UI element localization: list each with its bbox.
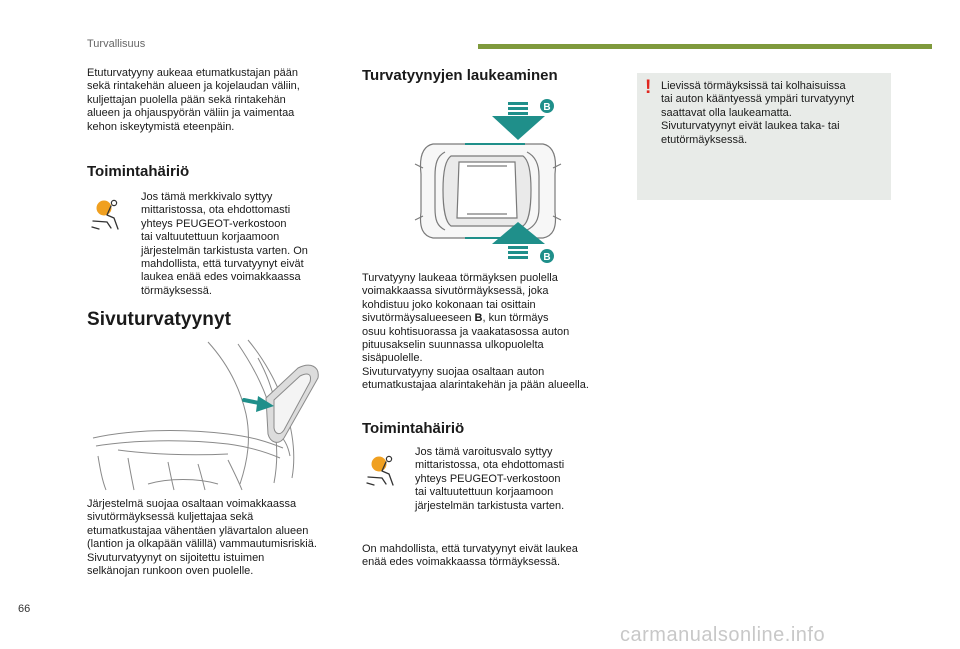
fault-heading-left: Toimintahäiriö (87, 163, 190, 180)
seat-side-airbag-illustration (88, 338, 346, 492)
zone-reference-b: B (474, 312, 483, 325)
closing-text: On mahdollista, että turvatyynyt eivät l… (362, 543, 578, 569)
airbag-warning-icon (89, 198, 125, 232)
section-label: Turvallisuus (87, 38, 146, 50)
intro-paragraph: Etuturvatyyny aukeaa etumatkustajan pään… (87, 67, 300, 133)
page-number: 66 (18, 603, 31, 615)
fault-text-middle: Jos tämä varoitusvalo syttyy mittaristos… (415, 446, 565, 512)
watermark: carmanualsonline.info (620, 624, 826, 646)
side-impact-zone-diagram: B B (405, 94, 565, 266)
header-accent-bar (478, 44, 932, 49)
warning-text: Lievissä törmäyksissä tai kolhaisuissa t… (661, 80, 855, 146)
warning-box (637, 73, 891, 200)
airbag-warning-icon-middle (364, 454, 400, 488)
zone-marker-bottom: B (543, 252, 550, 263)
side-airbags-text: Järjestelmä suojaa osaltaan voimakkaassa… (87, 498, 317, 578)
fault-text-left: Jos tämä merkkivalo syttyy mittaristossa… (141, 191, 308, 297)
deployment-text: Turvatyyny laukeaa törmäyksen puolella v… (362, 272, 589, 392)
warning-exclamation-icon: ! (645, 77, 652, 98)
zone-marker-top: B (543, 102, 550, 113)
side-airbags-heading: Sivuturvatyynyt (87, 309, 232, 330)
deployment-heading: Turvatyynyjen laukeaminen (362, 67, 558, 84)
fault-heading-middle: Toimintahäiriö (362, 420, 465, 437)
